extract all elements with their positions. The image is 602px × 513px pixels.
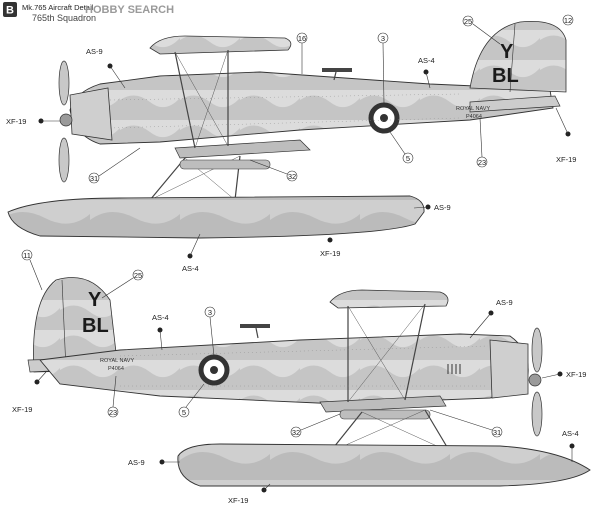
upper-wing: [149, 35, 292, 55]
header: B Mk.765 Aircraft Detail 765th Squadron …: [3, 2, 174, 23]
roundel-center: [380, 114, 388, 122]
bracing-wire-2: [194, 49, 229, 149]
callout-as9-float: AS-9: [434, 203, 451, 212]
float-strut-front: [424, 409, 451, 453]
tail-code: BL: [492, 65, 519, 87]
callout-16-top: 16: [298, 34, 306, 43]
upper-wing: [329, 289, 449, 309]
callout-xf19-tail: XF-19: [556, 155, 576, 164]
callout-as9-upper: AS-9: [86, 47, 103, 56]
header-line1: Mk.765 Aircraft Detail: [22, 3, 94, 12]
serial-text: P4064: [466, 114, 482, 120]
propeller-blade-lower: [58, 137, 70, 183]
royal-navy-text: ROYAL NAVY: [100, 358, 134, 364]
callout-xf19-float: XF-19: [228, 496, 248, 505]
roundel-center: [210, 366, 218, 374]
panel-line-upper: [119, 345, 489, 357]
callout-as4-float: AS-4: [562, 429, 579, 438]
header-squadron: 765th Squadron: [32, 13, 96, 23]
engine-cowling: [489, 339, 529, 399]
strut-front: [404, 303, 426, 401]
tail-fin: [33, 277, 119, 373]
tailplane: [469, 95, 561, 113]
callout-xf19-nose: XF-19: [6, 117, 26, 126]
rudder-hinge: [61, 279, 67, 371]
exhaust-stubs: [447, 364, 461, 374]
torpedo: [179, 159, 271, 170]
rear-gun: [240, 324, 270, 328]
rudder-hinge: [509, 23, 516, 93]
section-badge-label: B: [6, 5, 14, 17]
callout-5-top: 5: [406, 154, 410, 163]
bracing-wire-1: [347, 305, 406, 401]
callout-3-top: 3: [381, 34, 385, 43]
callout-as4-upper: AS-4: [418, 56, 435, 65]
callouts-bottom: 11 25 XF-19 AS-4 3 23 5 AS-9: [12, 249, 586, 505]
callout-as4-upper: AS-4: [152, 313, 169, 322]
tail-code: BL: [82, 315, 109, 337]
bracing-wire-1: [174, 51, 229, 147]
callout-as4-float: AS-4: [182, 264, 199, 273]
callout-25-bottom: 25: [134, 271, 142, 280]
section-badge: [3, 2, 17, 17]
callout-xf19-float: XF-19: [320, 249, 340, 258]
torpedo: [339, 409, 431, 420]
main-float: [177, 443, 591, 487]
strut-front: [174, 51, 196, 149]
tail-fin: [469, 21, 567, 93]
serial-text: P4064: [108, 366, 124, 372]
watermark: HOBBY SEARCH: [85, 4, 174, 16]
engine-cowling: [69, 87, 113, 141]
gun-mount: [333, 71, 337, 81]
callout-12-top: 12: [564, 16, 572, 25]
callouts-top: AS-9 XF-19 AS-4 XF-19 AS-9 AS-4 XF-19 25…: [6, 14, 576, 273]
tail-letter: Y: [500, 41, 514, 63]
tail-letter: Y: [88, 289, 102, 311]
callout-3-bottom: 3: [208, 308, 212, 317]
propeller-blade-lower: [531, 391, 543, 437]
royal-navy-text: ROYAL NAVY: [456, 106, 490, 112]
callout-as9-float: AS-9: [128, 458, 145, 467]
propeller-blade-upper: [531, 327, 543, 373]
propeller-hub: [528, 373, 542, 387]
main-float: [7, 195, 425, 239]
propeller-blade-upper: [58, 60, 70, 106]
callout-25-top: 25: [464, 17, 472, 26]
callout-32-top: 32: [288, 172, 296, 181]
callout-32-bottom: 32: [292, 428, 300, 437]
callout-31-top: 31: [90, 174, 98, 183]
callout-11-bottom: 11: [23, 251, 31, 260]
callout-xf19-nose: XF-19: [566, 370, 586, 379]
profile-top: Y BL ROYAL NAVY P4064 AS-9 XF-19 AS-4: [6, 14, 576, 273]
lower-wing: [174, 139, 311, 159]
callout-as9-upper: AS-9: [496, 298, 513, 307]
callout-xf19-tail: XF-19: [12, 405, 32, 414]
callout-31-bottom: 31: [493, 428, 501, 437]
propeller-hub: [59, 113, 73, 127]
lower-wing: [319, 395, 447, 413]
callout-5-bottom: 5: [182, 408, 186, 417]
bracing-wire-2: [347, 303, 426, 403]
gun-mount: [255, 327, 259, 339]
callout-23-bottom: 23: [109, 408, 117, 417]
callout-23-top: 23: [478, 158, 486, 167]
profile-bottom: Y BL ROYAL NAVY P4064 11 25 XF-19: [12, 249, 591, 505]
rear-gun: [322, 68, 352, 72]
float-strut-front: [149, 157, 186, 201]
